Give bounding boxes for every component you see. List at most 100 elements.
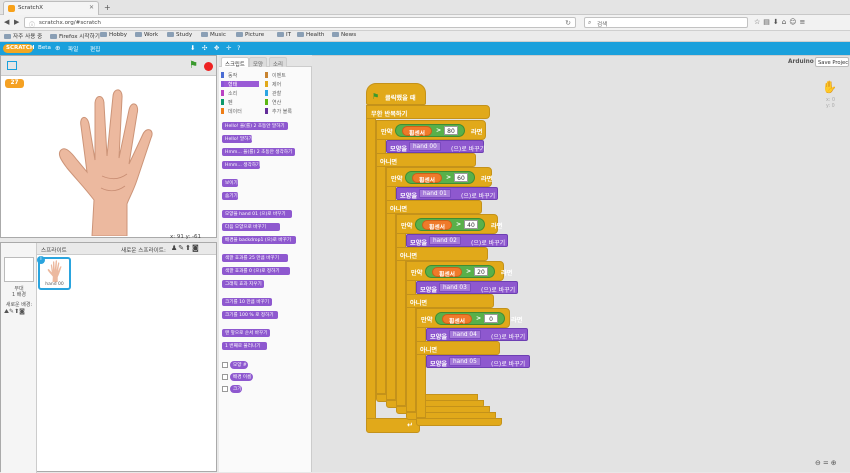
bookmark-item[interactable]: 자주 사용 중 <box>4 32 42 40</box>
stage-thumbnail[interactable] <box>4 257 34 282</box>
scratch-logo[interactable]: SCRATCH <box>3 44 34 53</box>
think-block[interactable]: Hmm... 생각하기 <box>222 161 260 169</box>
costume-dropdown[interactable]: hand 01 <box>419 189 451 198</box>
category-pen[interactable]: 펜 <box>221 99 233 106</box>
bend-sensor-reporter[interactable]: 휨센서 <box>402 126 432 137</box>
set-size-block[interactable]: 크기를 100 % 로 정하기 <box>222 311 278 319</box>
condition-greater-than[interactable]: 휨센서>40 <box>415 218 485 231</box>
go-to-front-block[interactable]: 맨 앞으로 순서 바꾸기 <box>222 329 270 337</box>
costume-dropdown[interactable]: hand 04 <box>449 330 481 339</box>
close-tab-icon[interactable]: ✕ <box>88 4 94 11</box>
bookmark-item[interactable]: News <box>332 32 356 38</box>
edit-menu[interactable]: 편집 <box>90 47 101 53</box>
go-back-layers-block[interactable]: 1 번째로 물러나기 <box>222 342 267 350</box>
category-control[interactable]: 제어 <box>265 81 281 88</box>
threshold-input[interactable]: 80 <box>444 126 458 135</box>
condition-greater-than[interactable]: 휨센서>60 <box>405 171 475 184</box>
green-flag-icon[interactable]: ⚑ <box>189 60 198 71</box>
condition-greater-than[interactable]: 휨센서>0 <box>435 312 505 325</box>
condition-greater-than[interactable]: 휨센서>80 <box>395 124 465 137</box>
forever-block[interactable]: 무한 반복하기 <box>366 105 490 119</box>
category-sound[interactable]: 소리 <box>221 90 237 97</box>
bend-sensor-reporter[interactable]: 휨센서 <box>422 220 452 231</box>
tab-sounds[interactable]: 소리 <box>269 57 287 68</box>
think-for-secs-block[interactable]: Hmm... 을(를) 2 초동안 생각하기 <box>222 148 295 156</box>
new-sprite-icons[interactable]: ♟✎⬆◙ <box>171 244 200 252</box>
bookmark-item[interactable]: Study <box>167 32 192 38</box>
bend-sensor-reporter[interactable]: 휨센서 <box>442 314 472 325</box>
bookmark-item[interactable]: Picture <box>236 32 264 38</box>
delete-icon[interactable]: ✣ <box>202 44 208 52</box>
duplicate-icon[interactable]: ⬇ <box>190 44 196 52</box>
category-data[interactable]: 데이터 <box>221 108 242 115</box>
fullscreen-icon[interactable] <box>7 61 17 70</box>
category-motion[interactable]: 동작 <box>221 72 237 79</box>
switch-backdrop-block[interactable]: 배경을 backdrop1 (으)로 바꾸기 <box>222 236 296 244</box>
backdrop-name-checkbox[interactable] <box>222 374 228 380</box>
url-field[interactable]: ⓘ scratchx.org/#scratch ↻ <box>24 17 576 29</box>
change-size-block[interactable]: 크기를 10 만큼 바꾸기 <box>222 298 272 306</box>
costume-dropdown[interactable]: hand 02 <box>429 236 461 245</box>
category-more-blocks[interactable]: 추가 블록 <box>265 108 292 115</box>
new-tab-icon[interactable]: + <box>104 3 111 12</box>
zoom-controls[interactable]: ⊖=⊕ <box>815 459 839 467</box>
toolbar-icons[interactable]: ☆▤⬇⌂☺≡ <box>754 18 809 26</box>
next-costume-block[interactable]: 다음 모양으로 바꾸기 <box>222 223 280 231</box>
backdrop-tools-icons[interactable]: ⛰✎⬆◙ <box>4 308 25 315</box>
size-checkbox[interactable] <box>222 386 228 392</box>
change-effect-block[interactable]: 색깔 효과를 25 만큼 바꾸기 <box>222 254 288 262</box>
bookmark-item[interactable]: Health <box>297 32 324 38</box>
threshold-input[interactable]: 40 <box>464 220 478 229</box>
costume-dropdown[interactable]: hand 05 <box>449 357 481 366</box>
bookmark-item[interactable]: Work <box>135 32 158 38</box>
bookmark-item[interactable]: Hobby <box>100 32 127 38</box>
file-menu[interactable]: 파일 <box>68 47 79 53</box>
show-block[interactable]: 보이기 <box>222 179 238 187</box>
globe-icon[interactable]: ⊕ <box>55 44 61 52</box>
say-for-secs-block[interactable]: Hello! 을(를) 2 초동안 말하기 <box>222 122 288 130</box>
reload-icon[interactable]: ↻ <box>565 19 571 27</box>
costume-number-reporter[interactable]: 모양 # <box>230 361 248 369</box>
set-effect-block[interactable]: 색깔 효과를 0 (으)로 정하기 <box>222 267 290 275</box>
threshold-input[interactable]: 60 <box>454 173 468 182</box>
costume-dropdown[interactable]: hand 03 <box>439 283 471 292</box>
costume-number-checkbox[interactable] <box>222 362 228 368</box>
category-sensing[interactable]: 관찰 <box>265 90 281 97</box>
threshold-input[interactable]: 0 <box>484 314 498 323</box>
help-icon[interactable]: ? <box>237 44 241 52</box>
save-project-button[interactable]: Save Project <box>815 57 849 67</box>
script-area[interactable]: Arduino Save Project ✋ x: 0 y: 0 ⚑ 클릭했을 … <box>312 55 850 472</box>
bookmark-item[interactable]: Music <box>201 32 226 38</box>
forward-icon[interactable]: ▶ <box>14 18 20 26</box>
category-looks[interactable]: 형태 <box>221 81 259 88</box>
site-info-icon[interactable]: ⓘ <box>29 22 36 29</box>
backdrop-name-reporter[interactable]: 배경 이름 <box>230 373 253 381</box>
tab-scripts[interactable]: 스크립트 <box>221 57 249 68</box>
hand-sprite-image[interactable] <box>47 88 177 236</box>
size-reporter[interactable]: 크기 <box>230 385 242 393</box>
sprite-thumbnail[interactable]: i hand 00 <box>37 256 71 290</box>
search-field[interactable]: ⌕ 검색 <box>584 17 748 28</box>
bookmark-item[interactable]: Firefox 시작하기 <box>50 32 100 40</box>
category-events[interactable]: 이벤트 <box>265 72 286 79</box>
grow-icon[interactable]: ✥ <box>214 44 220 52</box>
tab-costumes[interactable]: 모양 <box>249 57 267 68</box>
bookmark-item[interactable]: IT <box>277 32 291 38</box>
shrink-icon[interactable]: ✛ <box>226 44 232 52</box>
switch-costume-block[interactable]: 모양을 hand 01 (으)로 바꾸기 <box>222 210 292 218</box>
clear-effects-block[interactable]: 그래픽 효과 지우기 <box>222 280 264 288</box>
condition-greater-than[interactable]: 휨센서>20 <box>425 265 495 278</box>
browser-tab[interactable]: ScratchX ✕ <box>3 1 99 15</box>
threshold-input[interactable]: 20 <box>474 267 488 276</box>
costume-dropdown[interactable]: hand 00 <box>409 142 441 151</box>
